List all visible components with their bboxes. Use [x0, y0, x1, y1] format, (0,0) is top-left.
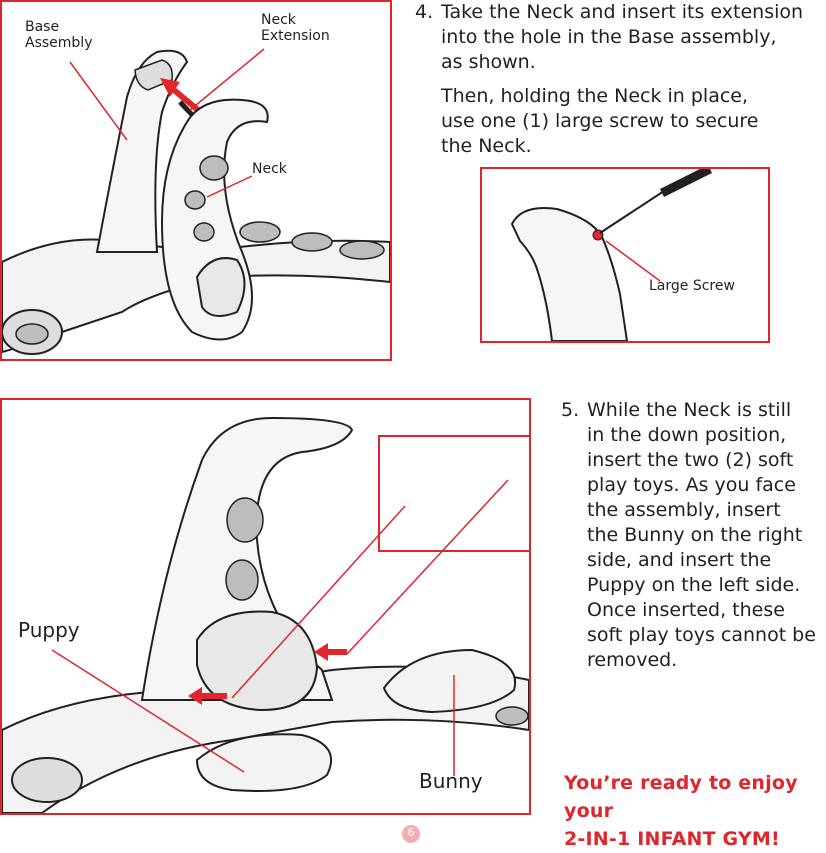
step-5-number: 5. — [561, 399, 580, 421]
step-4-number: 4. — [415, 1, 434, 23]
label-neck: Neck — [252, 161, 287, 177]
label-large-screw: Large Screw — [649, 278, 735, 294]
screw-detail-illustration — [510, 169, 713, 341]
soft-toys-panel — [0, 398, 531, 815]
label-bunny: Bunny — [419, 769, 483, 793]
closing-message: You’re ready to enjoy your 2-IN-1 INFANT… — [564, 772, 798, 850]
neck-base-panel — [0, 0, 392, 361]
label-puppy: Puppy — [18, 618, 80, 642]
neck-base-illustration — [2, 48, 390, 355]
step-4-instructions: 4. Take the Neck and insert its extensio… — [415, 1, 804, 157]
step-5-instructions: 5. While the Neck is still in the down p… — [561, 399, 816, 671]
screw-detail-panel — [480, 167, 770, 343]
page-number: 6 — [402, 825, 420, 843]
soft-toys-illustration — [2, 416, 529, 813]
